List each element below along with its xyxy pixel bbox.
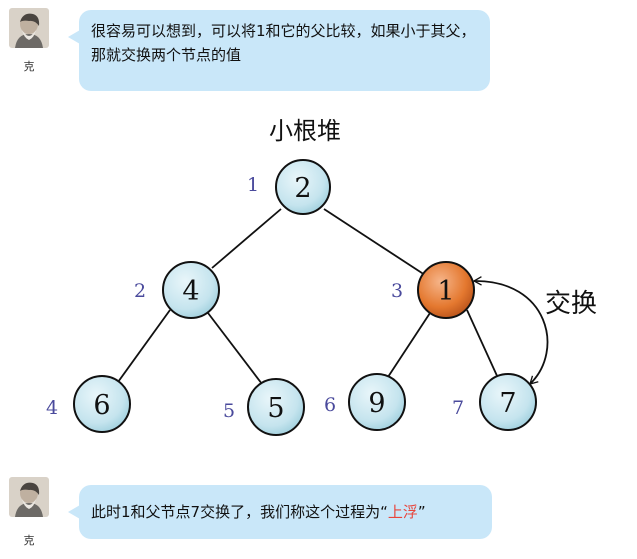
node-circle <box>73 375 131 433</box>
message-bubble: 此时1和父节点7交换了，我们称这个过程为“上浮” <box>68 485 492 539</box>
node-value: 9 <box>368 388 385 419</box>
node-value: 2 <box>294 173 311 204</box>
swap-arrow <box>472 276 549 385</box>
heap-node-4: 4 6 <box>46 375 131 433</box>
min-heap-diagram: 小根堆 交换 1 2 2 4 3 1 <box>46 117 597 436</box>
message-text: 此时1和父节点7交换了，我们称这个过程为 <box>91 503 381 521</box>
heap-node-5: 5 5 <box>223 378 305 436</box>
edge-2-5 <box>207 312 263 385</box>
quote-close: ” <box>417 503 426 521</box>
edge-2-4 <box>117 309 171 383</box>
node-circle <box>162 261 220 319</box>
heap-node-2: 2 4 <box>134 261 220 319</box>
edge-1-3 <box>323 208 426 276</box>
message-bubble: 很容易可以想到，可以将1和它的父比较，如果小于其父，那就交换两个节点的值 <box>68 10 490 91</box>
sender-name: 克 <box>23 534 35 547</box>
avatar[interactable] <box>9 8 49 48</box>
edge-1-2 <box>211 208 282 269</box>
node-circle <box>275 159 331 215</box>
node-circle-highlighted <box>417 261 475 319</box>
node-index-label: 5 <box>223 400 235 422</box>
heap-node-1: 1 2 <box>247 159 331 215</box>
heap-node-6: 6 9 <box>324 373 406 431</box>
sender-name: 克 <box>23 60 35 73</box>
node-index-label: 7 <box>452 397 464 419</box>
message-text: 很容易可以想到，可以将1和它的父比较，如果小于其父，那就交换两个节点的值 <box>91 22 476 64</box>
heap-node-7: 7 7 <box>452 373 537 431</box>
node-circle <box>348 373 406 431</box>
node-value: 6 <box>93 390 110 421</box>
edge-3-7 <box>466 309 499 379</box>
node-index-label: 3 <box>391 280 403 302</box>
node-value: 7 <box>499 388 516 419</box>
highlighted-term: 上浮 <box>387 503 418 521</box>
quote-open: “ <box>380 503 388 521</box>
node-circle <box>479 373 537 431</box>
edge-3-6 <box>385 312 431 381</box>
chat-message-2: 克 此时1和父节点7交换了，我们称这个过程为“上浮” <box>0 465 637 559</box>
node-value: 1 <box>437 276 454 307</box>
heap-node-3: 3 1 <box>391 261 475 319</box>
node-value: 4 <box>182 276 199 307</box>
node-index-label: 4 <box>46 397 58 419</box>
node-index-label: 2 <box>134 280 146 302</box>
diagram-title: 小根堆 <box>269 117 341 145</box>
node-circle <box>247 378 305 436</box>
node-value: 5 <box>267 393 284 424</box>
avatar[interactable] <box>9 477 49 517</box>
swap-label: 交换 <box>545 289 597 319</box>
node-index-label: 6 <box>324 394 336 416</box>
chat-message-1: 克 很容易可以想到，可以将1和它的父比较，如果小于其父，那就交换两个节点的值 <box>0 0 637 100</box>
node-index-label: 1 <box>247 174 259 196</box>
